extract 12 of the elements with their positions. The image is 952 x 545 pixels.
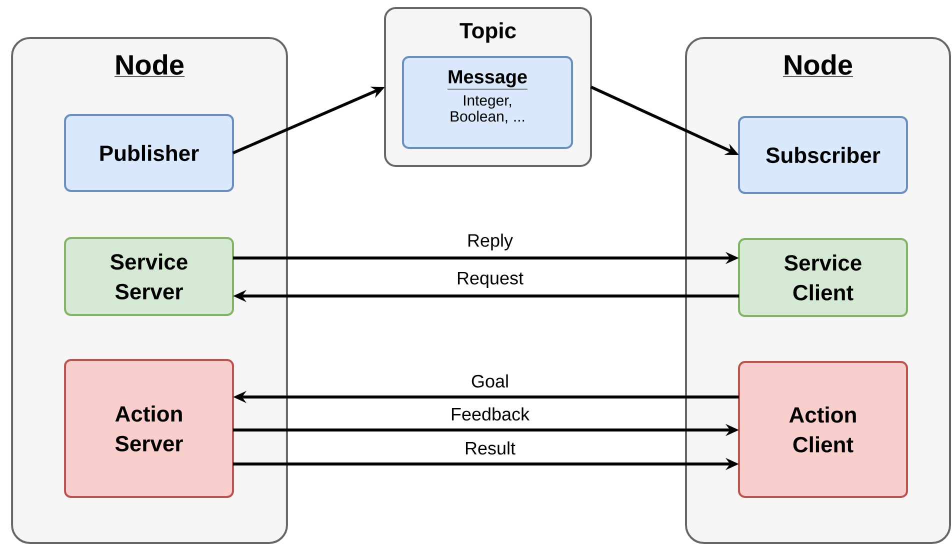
edge-label: Feedback [452, 407, 530, 421]
action-box: Action Server [64, 358, 234, 498]
service-box: Service Server [64, 236, 234, 316]
edge-label: Reply [468, 234, 513, 250]
action-box: Action Client [738, 361, 908, 498]
process-box: Subscriber [738, 116, 908, 194]
process-box: Message Integer, Boolean, ... [402, 56, 574, 149]
service-box: Service Client [738, 238, 908, 318]
process-box: Publisher [64, 114, 234, 192]
edge-label: Result [466, 441, 516, 455]
edge-label: Request [458, 272, 524, 288]
edge-label: Goal [472, 374, 508, 388]
